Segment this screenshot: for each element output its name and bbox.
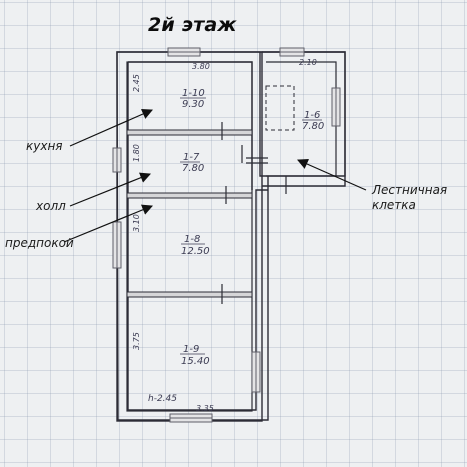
dim-bottom: 3.35 [196, 404, 214, 413]
dim-left-bottom: 3.75 [132, 332, 141, 350]
arrow-pre [63, 204, 153, 243]
callout-staircase: Лестничная клетка [372, 183, 448, 212]
floor-title: 2й этаж [148, 14, 237, 36]
ceiling-height: h-2.45 [148, 394, 177, 404]
dim-top-stair: 2.10 [299, 58, 317, 67]
room-number: 1-9 [183, 344, 199, 355]
stair-dashed [265, 85, 295, 131]
dim-left-kitchen: 2.45 [132, 74, 141, 92]
partition-2 [126, 192, 253, 199]
room-number: 1-7 [183, 152, 200, 163]
room-area: 12.50 [181, 246, 210, 257]
callout-hall: холл [36, 199, 66, 213]
room-number: 1-10 [182, 88, 205, 99]
dim-left-hall: 1.80 [132, 144, 141, 162]
arrow-kitchen [69, 108, 153, 147]
room-number: 1-6 [304, 110, 320, 121]
room-area: 7.80 [302, 121, 324, 132]
windows [112, 47, 341, 423]
partition-1 [126, 129, 253, 136]
room-area: 7.80 [182, 163, 204, 174]
room-area: 15.40 [181, 356, 210, 367]
room-area: 9.30 [182, 99, 204, 110]
dim-left-pre: 3.10 [132, 214, 141, 232]
callout-kitchen: кухня [26, 139, 63, 153]
arrow-hall [69, 172, 152, 207]
stair-block-inner [266, 61, 337, 177]
outer-wall [116, 51, 346, 421]
main-block-inner [126, 61, 253, 412]
dim-top-main: 3.80 [192, 62, 210, 71]
room-number: 1-8 [184, 234, 200, 245]
callout-pre-room: предпокой [5, 236, 74, 250]
partition-3 [126, 291, 253, 298]
arrow-stair [297, 158, 367, 191]
